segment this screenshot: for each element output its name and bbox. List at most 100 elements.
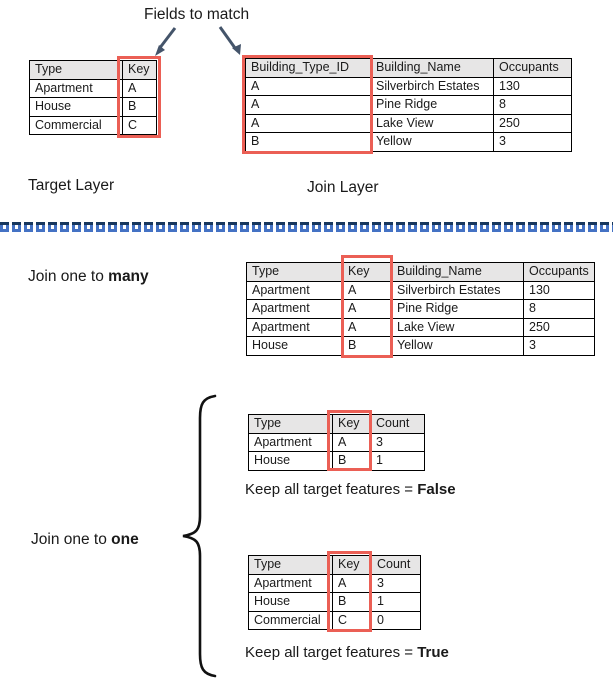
table-cell: 1 bbox=[371, 592, 421, 612]
column-header: Count bbox=[370, 414, 425, 434]
keep-true-bold: True bbox=[417, 644, 449, 661]
table-cell: Pine Ridge bbox=[391, 299, 524, 319]
table-cell: Silverbirch Estates bbox=[370, 76, 494, 96]
table-cell: A bbox=[122, 78, 157, 98]
column-header: Key bbox=[332, 414, 371, 434]
join-layer-label: Join Layer bbox=[307, 179, 379, 196]
table-cell: House bbox=[246, 336, 343, 356]
table-cell: Apartment bbox=[248, 573, 333, 593]
table-cell: A bbox=[245, 113, 371, 133]
table-cell: B bbox=[332, 592, 372, 612]
table-cell: A bbox=[245, 95, 371, 115]
table-cell: 3 bbox=[493, 132, 572, 152]
table-cell: C bbox=[122, 115, 157, 135]
table-cell: B bbox=[342, 336, 392, 356]
table-cell: Commercial bbox=[248, 610, 333, 630]
table-cell: Yellow bbox=[370, 132, 494, 152]
table-cell: 250 bbox=[523, 317, 595, 337]
keep-true-caption: Keep all target features = True bbox=[245, 644, 449, 661]
join-one-to-one-bold: one bbox=[111, 531, 139, 548]
table-cell: House bbox=[29, 97, 123, 117]
decorative-divider bbox=[0, 222, 613, 232]
table-cell: Commercial bbox=[29, 115, 123, 135]
table-cell: House bbox=[248, 451, 333, 471]
table-cell: Apartment bbox=[248, 432, 333, 452]
table-cell: 0 bbox=[371, 610, 421, 630]
target-layer-label: Target Layer bbox=[28, 177, 115, 194]
keep-false-prefix: Keep all target features = bbox=[245, 481, 418, 498]
table-cell: Apartment bbox=[246, 317, 343, 337]
column-header: Type bbox=[246, 262, 343, 282]
column-header: Occupants bbox=[523, 262, 595, 282]
curly-brace-icon bbox=[182, 394, 217, 678]
column-header: Count bbox=[371, 555, 421, 575]
table-cell: Apartment bbox=[246, 299, 343, 319]
table-cell: 130 bbox=[523, 280, 595, 300]
column-header: Type bbox=[29, 60, 123, 80]
table-cell: 130 bbox=[493, 76, 572, 96]
column-header: Type bbox=[248, 414, 333, 434]
table-cell: A bbox=[245, 76, 371, 96]
table-cell: 1 bbox=[370, 451, 425, 471]
keep-false-caption: Keep all target features = False bbox=[245, 481, 456, 498]
keep-true-prefix: Keep all target features = bbox=[245, 644, 418, 661]
column-header: Occupants bbox=[493, 58, 572, 78]
table-cell: A bbox=[342, 299, 392, 319]
table-cell: B bbox=[122, 97, 157, 117]
column-header: Type bbox=[248, 555, 333, 575]
table-cell: 3 bbox=[370, 432, 425, 452]
keep-false-bold: False bbox=[417, 481, 456, 498]
column-header: Building_Name bbox=[391, 262, 524, 282]
table-cell: C bbox=[332, 610, 372, 630]
table-cell: B bbox=[332, 451, 371, 471]
table-cell: Silverbirch Estates bbox=[391, 280, 524, 300]
column-header: Building_Type_ID bbox=[245, 58, 371, 78]
table-cell: A bbox=[342, 317, 392, 337]
table-cell: 3 bbox=[523, 336, 595, 356]
table-cell: 250 bbox=[493, 113, 572, 133]
join-one-to-many-label: Join one to many bbox=[28, 268, 149, 286]
column-header: Key bbox=[342, 262, 392, 282]
table-cell: A bbox=[332, 573, 372, 593]
match-arrows-icon bbox=[155, 26, 241, 56]
table-cell: Yellow bbox=[391, 336, 524, 356]
table-cell: House bbox=[248, 592, 333, 612]
table-cell: Lake View bbox=[370, 113, 494, 133]
column-header: Key bbox=[122, 60, 157, 80]
table-cell: Apartment bbox=[246, 280, 343, 300]
table-cell: 8 bbox=[523, 299, 595, 319]
table-cell: Apartment bbox=[29, 78, 123, 98]
table-cell: B bbox=[245, 132, 371, 152]
join-one-to-one-label: Join one to one bbox=[31, 531, 139, 549]
table-cell: 8 bbox=[493, 95, 572, 115]
table-cell: 3 bbox=[371, 573, 421, 593]
table-cell: Lake View bbox=[391, 317, 524, 337]
